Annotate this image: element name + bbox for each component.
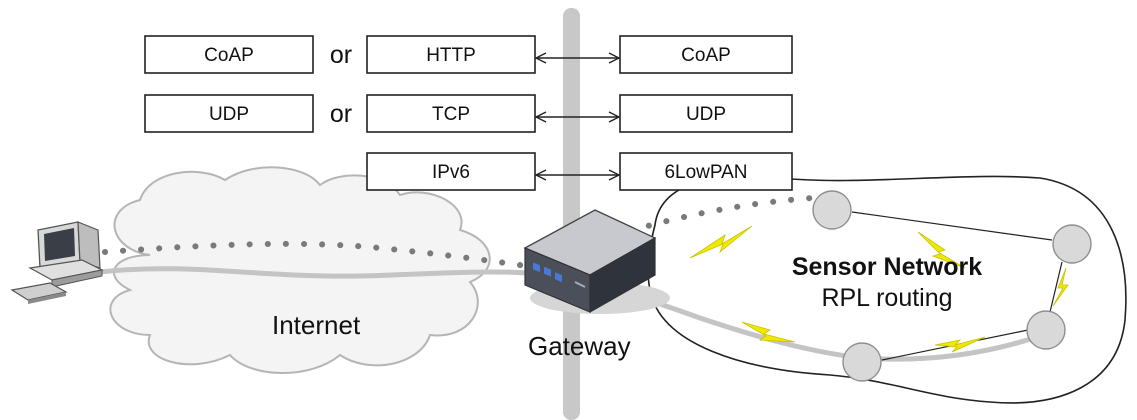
- computer-icon: [10, 221, 104, 304]
- wireless-links: [689, 225, 1069, 353]
- protocol-label: UDP: [686, 104, 726, 125]
- sensor-node: [1052, 224, 1092, 264]
- lightning-icon: [1052, 267, 1069, 307]
- protocol-box-udp-internet: [144, 94, 314, 133]
- internet-label: Internet: [272, 310, 361, 340]
- protocol-label: UDP: [209, 104, 249, 125]
- protocol-box-6lowpan: [619, 152, 793, 191]
- protocol-box-coap-sensor: [619, 35, 793, 74]
- protocol-box-http: [366, 35, 536, 74]
- gateway-divider-bar: [563, 8, 580, 420]
- sensor-network-title: Sensor Network: [792, 253, 982, 281]
- lightning-icon: [689, 225, 753, 259]
- protocol-box-udp-sensor: [619, 94, 793, 133]
- protocol-box-tcp: [366, 94, 536, 133]
- or-label: or: [330, 41, 352, 69]
- sensor-nodes: [812, 190, 1092, 382]
- protocol-stack: CoAP or HTTP CoAP UDP or TCP UDP IPv6 6L…: [144, 35, 793, 191]
- sensor-network-subtitle: RPL routing: [821, 284, 952, 312]
- sensor-node: [1026, 310, 1066, 350]
- gateway-label: Gateway: [528, 331, 631, 361]
- protocol-label: 6LowPAN: [664, 162, 747, 183]
- protocol-box-coap-internet: [144, 35, 314, 74]
- dotted-link-sensor: [577, 195, 815, 251]
- lightning-icon: [934, 336, 986, 353]
- protocol-label: CoAP: [681, 45, 731, 66]
- protocol-label: TCP: [432, 104, 470, 125]
- gateway-device-icon: [523, 209, 670, 314]
- lightning-icon: [917, 231, 966, 269]
- or-label: or: [330, 100, 352, 128]
- lightning-icon: [741, 321, 796, 343]
- sensor-node: [812, 190, 852, 230]
- internet-cloud: [109, 166, 491, 374]
- sensor-node: [842, 342, 882, 382]
- protocol-label: CoAP: [204, 45, 254, 66]
- protocol-label: IPv6: [432, 162, 470, 183]
- protocol-box-ipv6: [366, 152, 536, 191]
- protocol-label: HTTP: [426, 45, 476, 66]
